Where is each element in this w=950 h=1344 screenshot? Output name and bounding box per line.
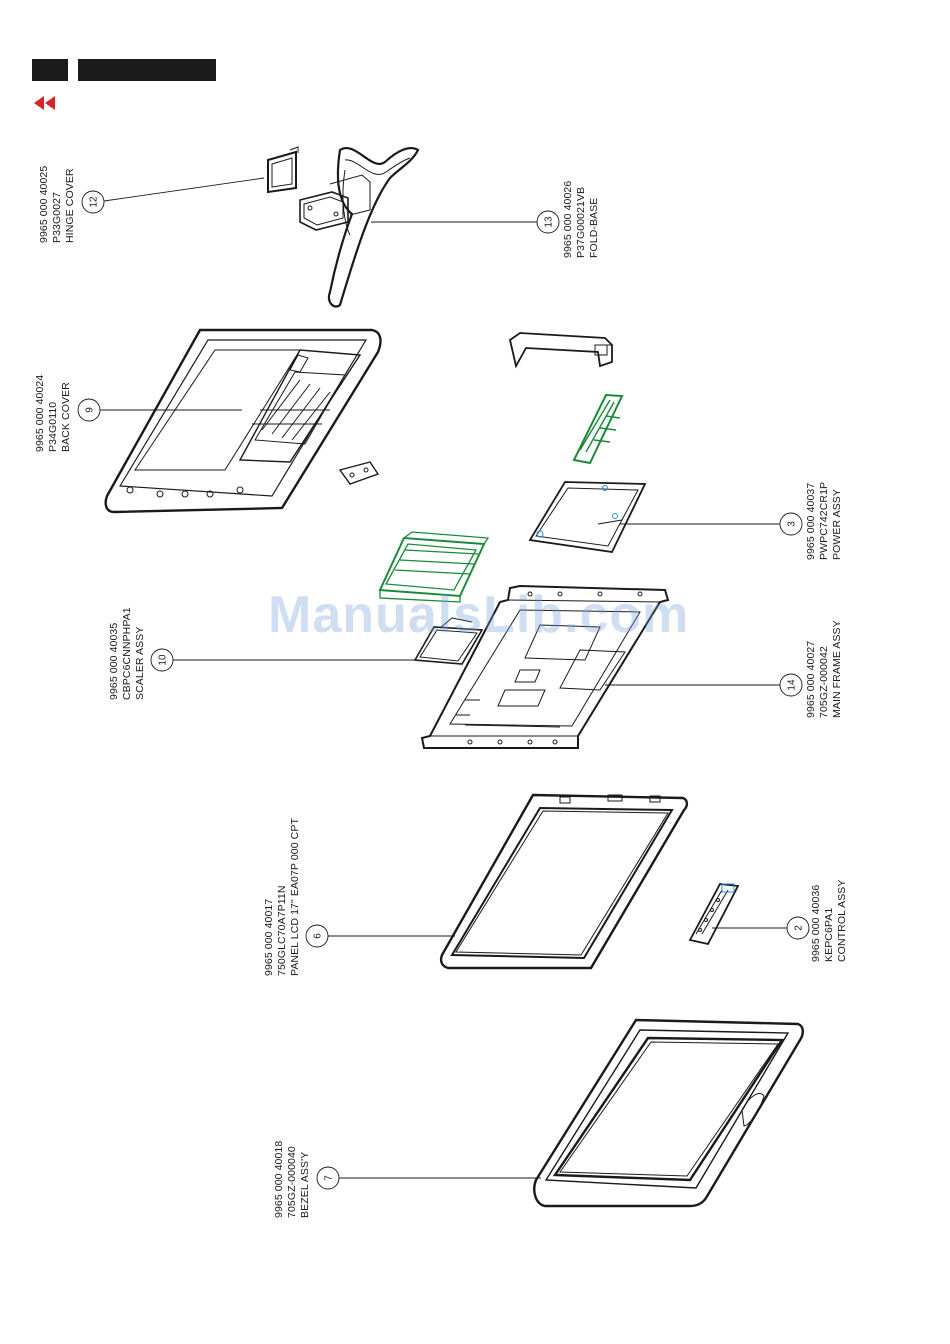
fold-base-part: [299, 146, 420, 308]
callout-circles: 12 13 9 3 10 14 6 2 7: [77, 190, 810, 1190]
svg-text:14: 14: [787, 679, 798, 691]
svg-text:10: 10: [158, 654, 169, 666]
callout-3: 3: [779, 512, 803, 536]
callout-7: 7: [316, 1166, 340, 1190]
scaler-shield-pcb: [378, 531, 490, 603]
svg-text:13: 13: [544, 216, 555, 228]
control-assy-part: [688, 883, 740, 946]
main-frame-part: [420, 584, 670, 749]
callout-10: 10: [150, 648, 174, 672]
svg-text:3: 3: [787, 521, 798, 527]
callout-13: 13: [536, 210, 560, 234]
hinge-cover-part: [267, 146, 299, 194]
section-title-box: [78, 59, 216, 81]
svg-text:2: 2: [794, 925, 805, 931]
power-assy-part: [528, 481, 647, 553]
watermark-text: ManualsLib.com: [268, 586, 690, 644]
callout-14: 14: [779, 673, 803, 697]
scaler-assy-part: [413, 617, 484, 665]
rewind-back-icon[interactable]: [34, 96, 56, 110]
leader-lines: [100, 177, 787, 1179]
bezel-part: [533, 1018, 804, 1208]
panel-lcd-part: [439, 793, 689, 970]
svg-text:6: 6: [313, 933, 324, 939]
callout-6: 6: [305, 924, 329, 948]
svg-text:7: 7: [324, 1175, 335, 1181]
svg-text:12: 12: [89, 196, 100, 208]
svg-text:9: 9: [85, 407, 96, 413]
callout-2: 2: [786, 916, 810, 940]
callout-12: 12: [81, 190, 105, 214]
back-cover-part: [104, 328, 382, 514]
page-number-box: [32, 59, 68, 81]
bracket-part: [508, 332, 613, 369]
callout-9: 9: [77, 398, 101, 422]
interface-pcb: [572, 393, 624, 465]
